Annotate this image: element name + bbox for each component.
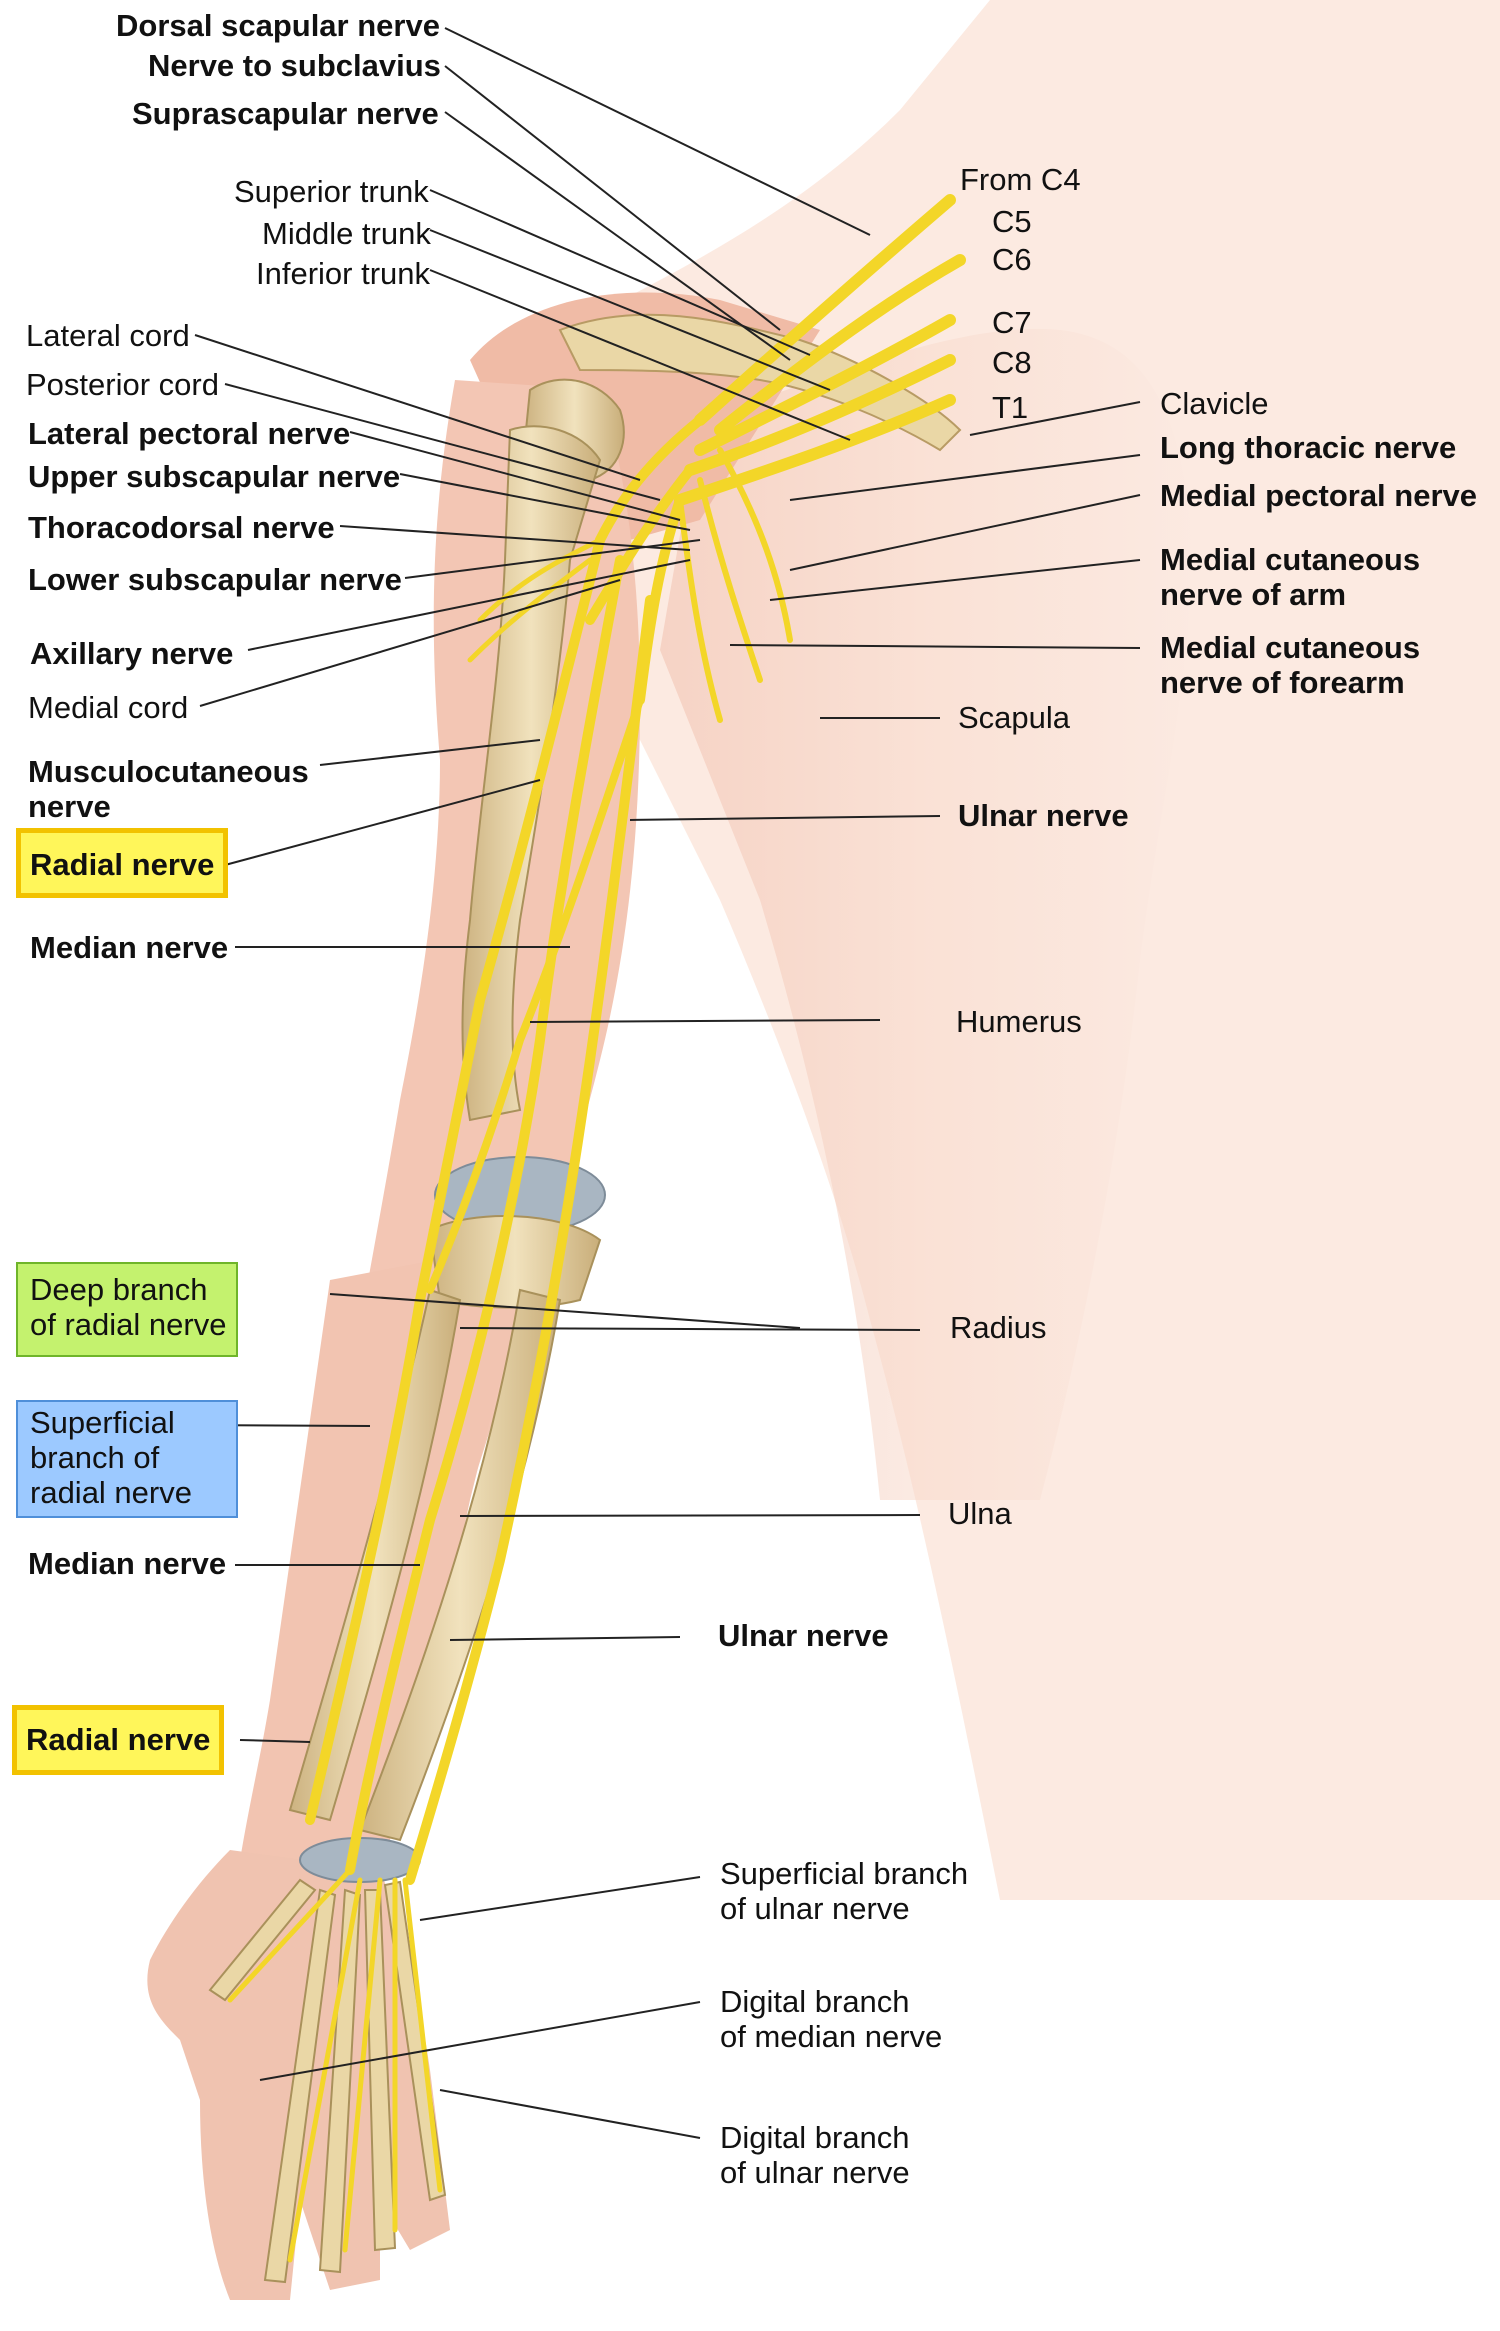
label-medial-cut-forearm-line2: nerve of forearm <box>1160 665 1405 700</box>
label-scapula: Scapula <box>958 700 1071 735</box>
label-c6: C6 <box>992 242 1032 277</box>
label-deep-branch-line1: Deep branch <box>30 1272 208 1307</box>
wrist-cartilage <box>299 1837 421 1883</box>
label-radius: Radius <box>950 1310 1047 1345</box>
label-digital-ulnar-line2: of ulnar nerve <box>720 2155 910 2190</box>
label-digital-median-line1: Digital branch <box>720 1984 910 2019</box>
label-from-c4: From C4 <box>960 162 1081 197</box>
label-medial-pectoral-nerve: Medial pectoral nerve <box>1160 478 1478 513</box>
label-clavicle: Clavicle <box>1160 386 1269 421</box>
label-superficial-line2: branch of <box>30 1440 160 1475</box>
label-humerus: Humerus <box>956 1004 1082 1039</box>
leader-lines <box>179 27 1141 2139</box>
label-digital-branch-median: Digital branch of median nerve <box>720 1984 1020 2054</box>
label-deep-branch-line2: of radial nerve <box>30 1307 227 1342</box>
label-lower-subscapular-nerve: Lower subscapular nerve <box>28 562 402 597</box>
label-digital-ulnar-line1: Digital branch <box>720 2120 910 2155</box>
label-suprascapular-nerve: Suprascapular nerve <box>132 96 439 131</box>
radial-nerve-upper-highlight <box>16 828 228 898</box>
label-musculocutaneous-nerve: Musculocutaneous nerve <box>28 754 328 824</box>
label-c8: C8 <box>992 345 1032 380</box>
label-musculocutaneous-line1: Musculocutaneous <box>28 754 309 789</box>
label-lateral-cord: Lateral cord <box>26 318 190 353</box>
label-medial-cut-arm-line1: Medial cutaneous <box>1160 542 1421 577</box>
label-nerve-to-subclavius: Nerve to subclavius <box>148 48 441 83</box>
label-median-nerve-upper: Median nerve <box>30 930 229 965</box>
superficial-branch-radial-highlight <box>16 1400 238 1518</box>
deep-branch-radial-highlight <box>16 1262 238 1357</box>
label-superficial-ulnar-line1: Superficial branch <box>720 1856 969 1891</box>
radial-nerve-lower-highlight <box>12 1705 224 1775</box>
label-radial-nerve-lower: Radial nerve <box>26 1722 211 1757</box>
label-medial-cord: Medial cord <box>28 690 189 725</box>
label-lateral-pectoral-nerve: Lateral pectoral nerve <box>28 416 351 451</box>
label-ulna: Ulna <box>948 1496 1012 1531</box>
label-ulnar-nerve-upper: Ulnar nerve <box>958 798 1129 833</box>
label-musculocutaneous-line2: nerve <box>28 789 111 824</box>
label-superficial-branch-radial: Superficial branch of radial nerve <box>30 1405 240 1510</box>
label-dorsal-scapular-nerve: Dorsal scapular nerve <box>116 8 440 43</box>
label-deep-branch-radial: Deep branch of radial nerve <box>30 1272 240 1342</box>
label-medial-cut-arm-line2: nerve of arm <box>1160 577 1347 612</box>
label-radial-nerve-upper: Radial nerve <box>30 847 215 882</box>
label-ulnar-nerve-lower: Ulnar nerve <box>718 1618 889 1653</box>
label-c7: C7 <box>992 305 1032 340</box>
label-thoracodorsal-nerve: Thoracodorsal nerve <box>28 510 335 545</box>
label-superficial-ulnar-line2: of ulnar nerve <box>720 1891 910 1926</box>
label-middle-trunk: Middle trunk <box>262 216 431 251</box>
label-t1: T1 <box>992 390 1029 425</box>
label-medial-cutaneous-arm: Medial cutaneous nerve of arm <box>1160 542 1480 612</box>
chest-skin <box>660 328 1192 1500</box>
label-posterior-cord: Posterior cord <box>26 367 219 402</box>
label-superficial-line1: Superficial <box>30 1405 175 1440</box>
label-upper-subscapular-nerve: Upper subscapular nerve <box>28 459 401 494</box>
label-axillary-nerve: Axillary nerve <box>30 636 234 671</box>
label-c5: C5 <box>992 204 1032 239</box>
label-superficial-line3: radial nerve <box>30 1475 192 1510</box>
label-superior-trunk: Superior trunk <box>234 174 429 209</box>
clavicle-bone <box>558 313 962 452</box>
label-medial-cut-forearm-line1: Medial cutaneous <box>1160 630 1421 665</box>
label-digital-median-line2: of median nerve <box>720 2019 943 2054</box>
label-medial-cutaneous-forearm: Medial cutaneous nerve of forearm <box>1160 630 1480 700</box>
label-inferior-trunk: Inferior trunk <box>256 256 431 291</box>
label-superficial-branch-ulnar: Superficial branch of ulnar nerve <box>720 1856 1020 1926</box>
label-median-nerve-lower: Median nerve <box>28 1546 227 1581</box>
label-digital-branch-ulnar: Digital branch of ulnar nerve <box>720 2120 1020 2190</box>
label-long-thoracic-nerve: Long thoracic nerve <box>1160 430 1457 465</box>
